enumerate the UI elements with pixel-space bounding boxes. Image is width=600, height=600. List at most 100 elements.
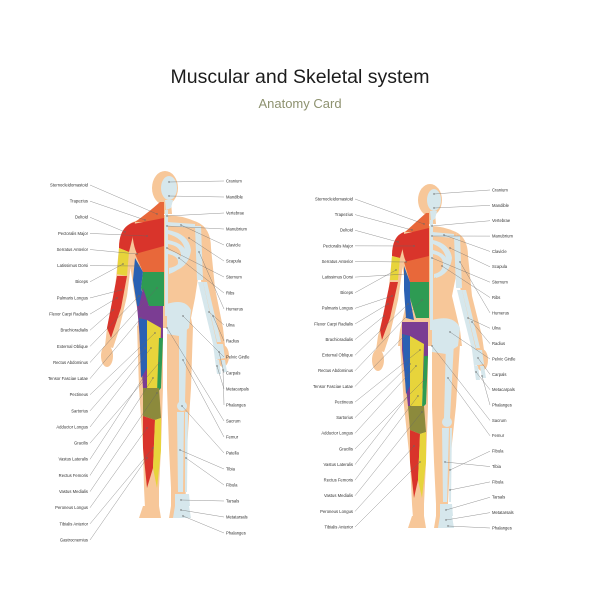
leader-dot: [222, 369, 224, 371]
leader-dot: [140, 317, 142, 319]
leader-dot: [152, 377, 154, 379]
leader-dot: [144, 219, 146, 221]
label-metacarpals: Metacarpals: [492, 387, 515, 392]
leader-line: [354, 315, 385, 340]
leader-dot: [116, 297, 118, 299]
leader-dot: [443, 234, 445, 236]
leader-line: [477, 357, 491, 375]
leader-line: [354, 198, 425, 225]
leader-line: [449, 451, 491, 471]
leader-line: [467, 317, 491, 329]
leader-line: [431, 257, 491, 283]
leader-dot: [447, 377, 449, 379]
leader-dot: [391, 295, 393, 297]
leader-line: [354, 395, 409, 465]
leader-dot: [431, 225, 433, 227]
leader-line: [89, 309, 114, 331]
label-serratus-anterior: Serratus Anterior: [57, 247, 89, 252]
leader-line: [89, 295, 140, 347]
leader-dot: [413, 445, 415, 447]
leader-line: [89, 392, 158, 492]
label-radius: Radius: [492, 341, 505, 346]
leader-dot: [407, 303, 409, 305]
leader-line: [222, 369, 225, 406]
leader-dot: [431, 257, 433, 259]
leader-dot: [142, 377, 144, 379]
leader-dot: [395, 269, 397, 271]
label-trapezius: Trapezius: [70, 199, 88, 204]
leader-line: [354, 303, 389, 325]
leader-line: [354, 365, 417, 434]
leader-dot: [449, 469, 451, 471]
label-ulna: Ulna: [492, 326, 501, 331]
leader-dot: [433, 207, 435, 209]
label-fibula: Fibula: [492, 449, 504, 454]
leader-dot: [208, 311, 210, 313]
leader-line: [89, 184, 158, 215]
leader-dot: [433, 193, 435, 195]
label-clavicle: Clavicle: [226, 242, 241, 247]
label-sternum: Sternum: [492, 280, 508, 285]
leader-line: [354, 214, 413, 231]
leader-dot: [449, 489, 451, 491]
label-pectoralis-major: Pectoralis Major: [58, 231, 89, 236]
leader-line: [89, 377, 154, 476]
leader-dot: [168, 181, 170, 183]
label-mandible: Mandible: [492, 203, 510, 208]
leader-dot: [212, 315, 214, 317]
label-humerus: Humerus: [492, 310, 509, 315]
leader-dot: [403, 335, 405, 337]
leader-dot: [181, 405, 183, 407]
leader-dot: [421, 299, 423, 301]
label-patella: Patella: [226, 450, 239, 455]
leader-dot: [144, 347, 146, 349]
leader-line: [89, 217, 126, 233]
label-sacrum: Sacrum: [492, 418, 507, 423]
label-deltoid: Deltoid: [340, 228, 354, 233]
leader-line: [89, 233, 148, 237]
leader-line: [354, 395, 419, 481]
label-phalanges: Phalanges: [492, 525, 512, 530]
leader-line: [354, 445, 415, 512]
leader-line: [444, 461, 491, 467]
leader-dot: [188, 237, 190, 239]
label-sternocleidomastoid: Sternocleidomastoid: [50, 182, 89, 187]
leader-dot: [180, 499, 182, 501]
leader-dot: [415, 365, 417, 367]
leader-dot: [166, 215, 168, 217]
leader-dot: [182, 515, 184, 517]
label-deltoid: Deltoid: [75, 215, 89, 220]
label-tibia: Tibia: [492, 464, 502, 469]
leader-dot: [182, 315, 184, 317]
leader-line: [449, 331, 491, 360]
leader-dot: [124, 231, 126, 233]
label-gracilis: Gracilis: [339, 446, 353, 451]
leader-dot: [180, 224, 182, 226]
leader-line: [188, 237, 225, 262]
leader-dot: [156, 287, 158, 289]
label-vertebrae: Vertebrae: [492, 218, 511, 223]
label-latissimus-dorsi: Latissimus Dorsi: [57, 263, 88, 268]
leader-dot: [156, 392, 158, 394]
label-cranium: Cranium: [492, 187, 508, 192]
leader-line: [89, 377, 144, 460]
label-cranium: Cranium: [226, 178, 242, 183]
leader-dot: [447, 525, 449, 527]
leader-line: [89, 317, 142, 379]
leader-line: [354, 349, 421, 403]
leader-line: [445, 497, 491, 511]
label-flexor-carpi-radialis: Flexor Carpi Radialis: [314, 321, 353, 326]
leader-dot: [445, 509, 447, 511]
label-femur: Femur: [226, 434, 239, 439]
leader-line: [166, 225, 225, 230]
label-tensor-fasciae-latae: Tensor Fasciae Latae: [48, 376, 89, 381]
label-sternocleidomastoid: Sternocleidomastoid: [315, 196, 354, 201]
leader-line: [178, 257, 225, 294]
leader-dot: [150, 347, 152, 349]
label-ulna: Ulna: [226, 322, 235, 327]
leader-line: [182, 315, 225, 358]
leader-dot: [405, 273, 407, 275]
leader-line: [89, 289, 122, 299]
label-carpals: Carpals: [226, 370, 240, 375]
leader-dot: [441, 265, 443, 267]
